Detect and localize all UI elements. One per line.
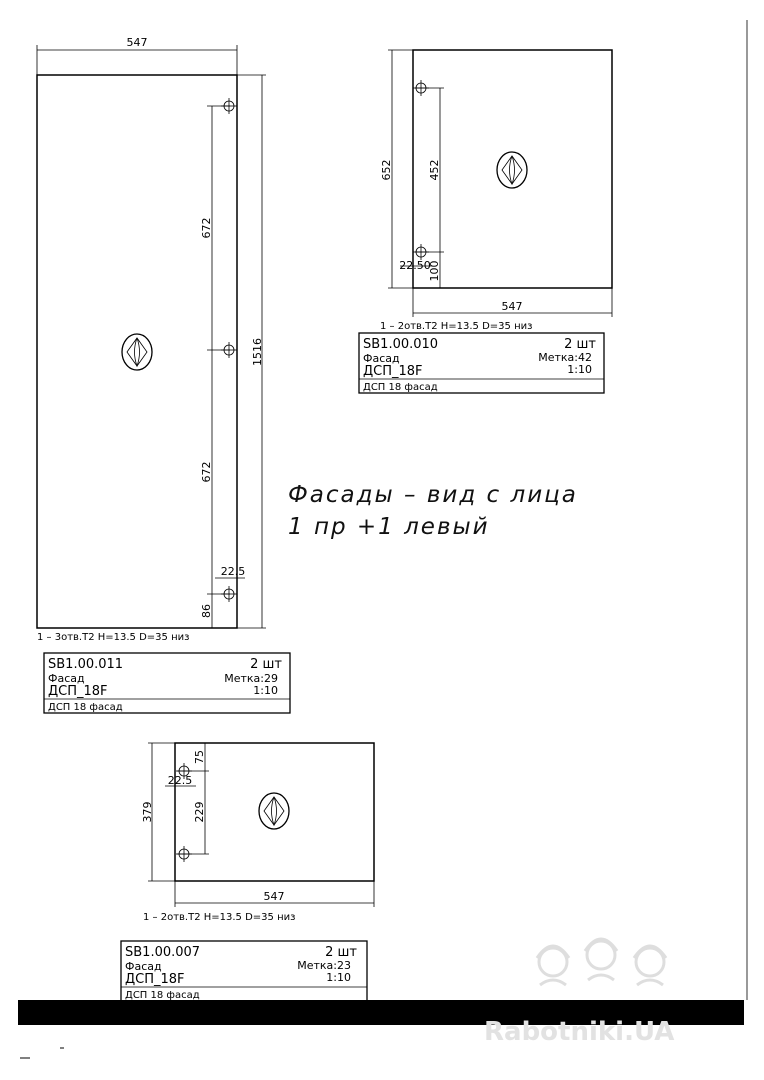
tall-panel-title-block: SB1.00.011 2 шт Фасад Метка:29 ДСП_18F 1… — [43, 652, 291, 714]
lower-panel-scale: 1:10 — [326, 971, 351, 984]
note-line-2: 1 пр +1 левый — [288, 514, 490, 540]
lower-panel-qty: 2 шт — [325, 945, 357, 960]
upper-panel-material: ДСП_18F — [363, 364, 423, 379]
lower-panel-code: SB1.00.007 — [125, 945, 200, 960]
lower-panel-title-block: SB1.00.007 2 шт Фасад Метка:23 ДСП_18F 1… — [120, 940, 368, 1002]
tall-panel-desc: ДСП 18 фасад — [48, 702, 123, 713]
tall-panel-bottom-offset: 86 — [200, 604, 213, 618]
bottom-black-bar — [18, 1000, 744, 1025]
lower-panel-top-offset: 75 — [193, 750, 206, 764]
upper-panel-outline — [412, 49, 613, 289]
lower-panel-height-dim: 379 — [141, 802, 154, 823]
tall-panel-mark: Метка:29 — [224, 672, 278, 685]
upper-panel-edge-offset: 22.50 — [399, 259, 431, 272]
tall-panel-name: Фасад — [48, 672, 85, 685]
lower-panel-material: ДСП_18F — [125, 972, 185, 987]
tall-panel-material: ДСП_18F — [48, 684, 108, 699]
lower-panel-mark: Метка:23 — [297, 959, 351, 972]
upper-panel-width-dim: 547 — [502, 300, 523, 313]
upper-panel-scale: 1:10 — [567, 363, 592, 376]
tall-panel-scale: 1:10 — [253, 684, 278, 697]
lower-panel-name: Фасад — [125, 960, 162, 973]
lower-panel-edge-offset: 22.5 — [168, 774, 193, 787]
tall-panel-code: SB1.00.011 — [48, 657, 123, 672]
lower-panel-width-dim: 547 — [264, 890, 285, 903]
tall-panel-edge-offset: 22.5 — [221, 565, 246, 578]
upper-panel-name: Фасад — [363, 352, 400, 365]
lower-panel-spacing: 229 — [193, 802, 206, 823]
upper-panel-drawing: 652 452 100 22.50 547 1 – 2отв.Т2 H=13.5… — [380, 49, 613, 332]
lower-panel-drawing: 379 75 229 22.5 547 1 – 2отв.Т2 H=13.5 D… — [141, 742, 375, 923]
upper-panel-desc: ДСП 18 фасад — [363, 382, 438, 393]
upper-panel-mark: Метка:42 — [538, 351, 592, 364]
lower-panel-desc: ДСП 18 фасад — [125, 990, 200, 1001]
note-line-1: Фасады – вид с лица — [288, 482, 578, 508]
upper-panel-spacing: 452 — [428, 160, 441, 181]
upper-panel-title-block: SB1.00.010 2 шт Фасад Метка:42 ДСП_18F 1… — [358, 332, 605, 394]
tall-panel-width-dim: 547 — [127, 36, 148, 49]
tall-panel-qty: 2 шт — [250, 657, 282, 672]
upper-panel-code: SB1.00.010 — [363, 337, 438, 352]
upper-panel-qty: 2 шт — [564, 337, 596, 352]
upper-panel-height-dim: 652 — [380, 160, 393, 181]
watermark-logo — [535, 937, 668, 987]
tall-panel-lower-spacing: 672 — [200, 462, 213, 483]
tall-panel-hinge-note: 1 – 3отв.Т2 H=13.5 D=35 низ — [37, 632, 189, 643]
tall-panel-outline — [36, 74, 238, 629]
watermark-text: Rabotniki.UA — [484, 1017, 674, 1047]
tall-panel-height-dim: 1516 — [251, 338, 264, 366]
tall-panel-upper-spacing: 672 — [200, 218, 213, 239]
tall-panel-drawing: 547 1516 672 672 86 22.5 1 – 3отв.Т2 H=1… — [36, 36, 266, 643]
lower-panel-hinge-note: 1 – 2отв.Т2 H=13.5 D=35 низ — [143, 912, 295, 923]
upper-panel-hinge-note: 1 – 2отв.Т2 H=13.5 D=35 низ — [380, 321, 532, 332]
lower-panel-outline — [174, 742, 375, 882]
